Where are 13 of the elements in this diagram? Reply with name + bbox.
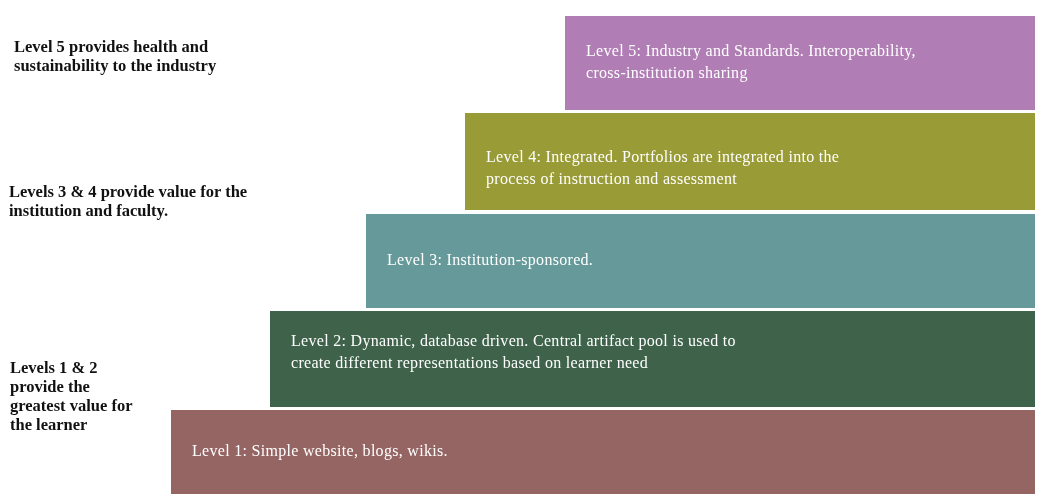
step-bar bbox=[565, 16, 1035, 110]
step-text: Level 1: Simple website, blogs, wikis. bbox=[192, 441, 449, 462]
step-text: Level 4: Integrated. Portfolios are integrated into the process of instruction and assessment bbox=[486, 147, 841, 190]
step-bar bbox=[270, 311, 1035, 407]
step-text: Level 5: Industry and Standards. Interoperability, cross-institution sharing bbox=[586, 41, 917, 84]
step-text: Level 3: Institution-sponsored. bbox=[387, 250, 595, 271]
step-bar bbox=[465, 113, 1035, 210]
side-note: Levels 3 & 4 provide value for the institution and faculty. bbox=[9, 182, 249, 220]
step-text: Level 2: Dynamic, database driven. Central artifact pool is used to create different representations based on learner need bbox=[291, 331, 737, 374]
side-note: Levels 1 & 2 provide the greatest value for the learner bbox=[10, 358, 134, 434]
side-note: Level 5 provides health and sustainability to the industry bbox=[14, 37, 218, 75]
step-bar bbox=[366, 214, 1035, 308]
step-bar bbox=[171, 410, 1035, 494]
